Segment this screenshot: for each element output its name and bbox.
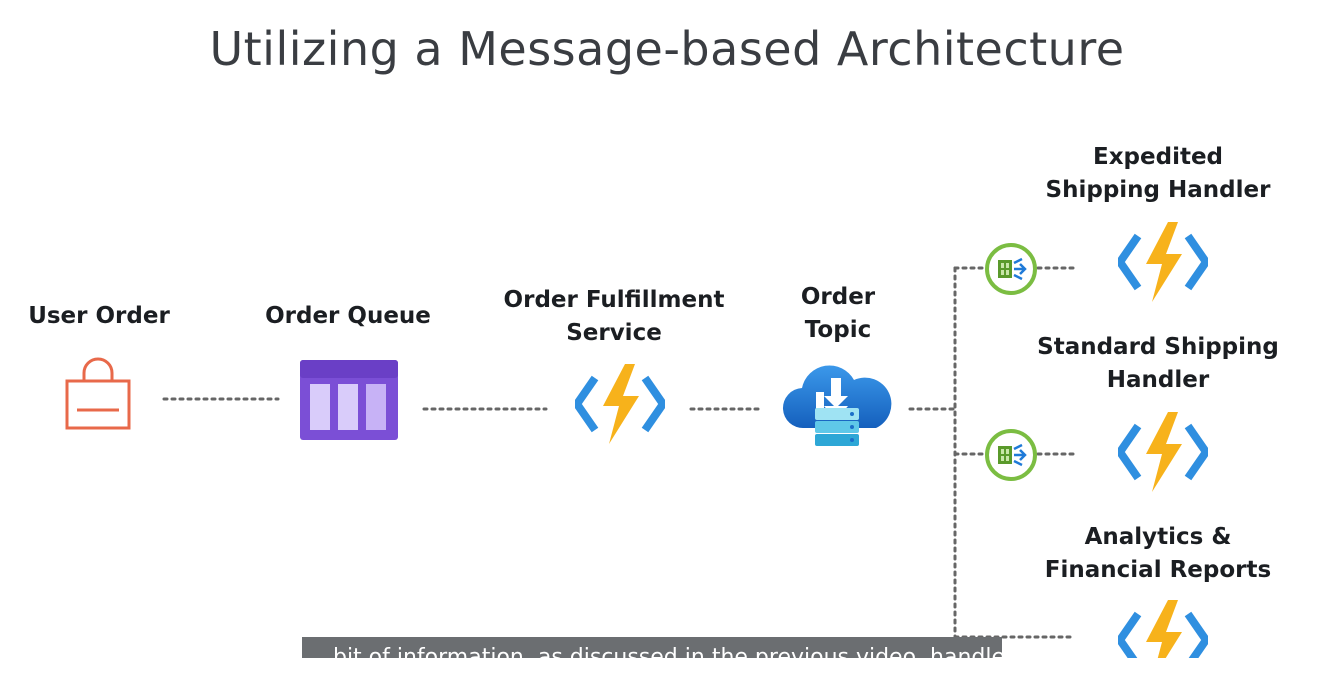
label-analytics-line2: Financial Reports: [1044, 557, 1272, 583]
label-order-queue: Order Queue: [265, 303, 431, 329]
azure-function-icon: [575, 364, 665, 444]
subscription-filter-icon: [985, 243, 1037, 295]
label-fulfillment-line1: Order Fulfillment: [503, 287, 725, 313]
label-fulfillment-line2: Service: [566, 320, 662, 346]
label-topic-line1: Order: [800, 284, 876, 310]
label-user-order: User Order: [28, 303, 170, 329]
video-caption-text: ...bit of information, as discussed in t…: [312, 645, 1002, 658]
shopping-bag-icon: [65, 357, 131, 430]
video-caption-bar: ...bit of information, as discussed in t…: [302, 637, 1002, 658]
label-topic-line2: Topic: [804, 317, 872, 343]
label-analytics-line1: Analytics &: [1084, 524, 1232, 550]
label-standard-line2: Handler: [1106, 367, 1210, 393]
page-title: Utilizing a Message-based Architecture: [209, 22, 1125, 76]
label-expedited-line1: Expedited: [1092, 144, 1224, 170]
label-standard-line1: Standard Shipping: [1037, 334, 1279, 360]
connector-lines: [162, 266, 1077, 639]
azure-function-icon: [1118, 412, 1208, 492]
subscription-filter-icon: [985, 429, 1037, 481]
storage-queue-icon: [300, 360, 398, 440]
azure-function-icon: [1118, 600, 1208, 658]
label-expedited-line2: Shipping Handler: [1045, 177, 1271, 203]
service-bus-topic-icon: [782, 365, 892, 446]
azure-function-icon: [1118, 222, 1208, 302]
bottom-margin: [0, 658, 1334, 683]
diagram-stage: Utilizing a Message-based Architecture U…: [28, 22, 1279, 658]
